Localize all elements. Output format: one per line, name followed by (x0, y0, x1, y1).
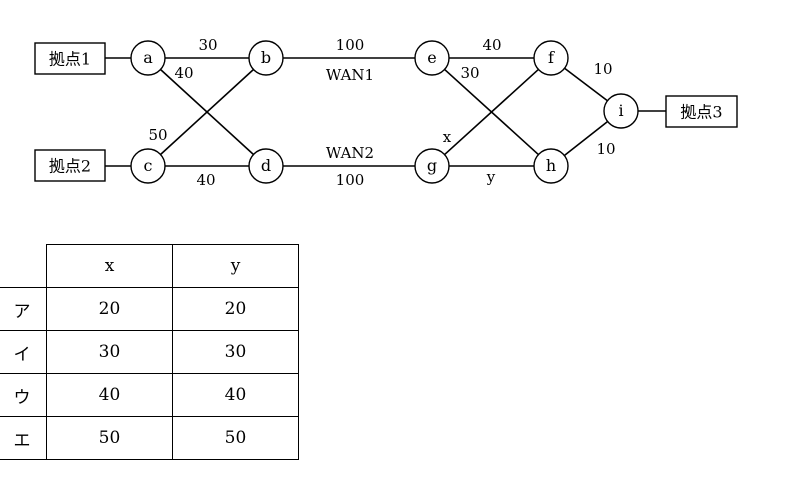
site1-box: 拠点1 (34, 42, 106, 75)
router-node-g: g (414, 148, 450, 184)
router-node-e: e (414, 40, 450, 76)
choice-x-value: 50 (46, 416, 173, 460)
router-node-c: c (130, 148, 166, 184)
router-label-i: i (618, 101, 623, 120)
edge-weight-g-h: y (486, 168, 496, 186)
site3-box: 拠点3 (665, 95, 738, 128)
site2-label: 拠点2 (49, 157, 91, 176)
wan-label-wan1: WAN1 (326, 66, 374, 84)
router-node-d: d (248, 148, 284, 184)
router-node-f: f (533, 40, 569, 76)
edge-weight-d-g: 100 (336, 171, 365, 189)
answer-choices-table: x y ア 20 20 イ 30 30 ウ 40 40 エ 50 50 (0, 244, 299, 460)
edge-weight-c-d: 40 (196, 171, 215, 189)
router-label-e: e (427, 48, 436, 67)
router-label-d: d (261, 156, 271, 175)
router-label-h: h (546, 156, 556, 175)
wan-label-wan2: WAN2 (326, 144, 374, 162)
router-label-g: g (427, 156, 437, 175)
router-label-f: f (548, 48, 555, 67)
choice-y-value: 30 (172, 330, 299, 374)
table-row: イ 30 30 (0, 330, 299, 374)
choice-label: エ (0, 416, 47, 460)
router-node-b: b (248, 40, 284, 76)
router-node-h: h (533, 148, 569, 184)
edge-h-i (563, 120, 609, 157)
edge-g-f (444, 68, 539, 156)
edge-weight-e-f: 40 (482, 36, 501, 54)
router-node-a: a (130, 40, 166, 76)
edge-weight-h-i: 10 (596, 140, 615, 158)
choice-x-value: 40 (46, 373, 173, 417)
edge-weight-e-h: 30 (460, 64, 479, 82)
choice-label: ウ (0, 373, 47, 417)
edge-weight-g-f: x (443, 128, 452, 146)
edge-c-b (160, 68, 254, 156)
table-row: ア 20 20 (0, 287, 299, 331)
site3-label: 拠点3 (680, 103, 722, 122)
choice-x-value: 30 (46, 330, 173, 374)
choice-y-value: 50 (172, 416, 299, 460)
header-y: y (172, 244, 299, 288)
router-label-b: b (261, 48, 271, 67)
edge-weight-c-b: 50 (148, 126, 167, 144)
table-row: エ 50 50 (0, 416, 299, 460)
edge-weight-a-d: 40 (174, 64, 193, 82)
edge-weight-f-i: 10 (593, 60, 612, 78)
choice-y-value: 40 (172, 373, 299, 417)
site1-label: 拠点1 (49, 50, 91, 69)
header-x: x (46, 244, 173, 288)
router-label-c: c (144, 156, 153, 175)
edge-f-i (564, 67, 608, 102)
edge-weight-b-e: 100 (336, 36, 365, 54)
table-row: ウ 40 40 (0, 373, 299, 417)
router-label-a: a (143, 48, 153, 67)
table-header-row: x y (0, 244, 299, 288)
header-corner (0, 244, 47, 288)
choice-y-value: 20 (172, 287, 299, 331)
site2-box: 拠点2 (34, 149, 106, 182)
choice-label: イ (0, 330, 47, 374)
choice-x-value: 20 (46, 287, 173, 331)
router-node-i: i (603, 93, 639, 129)
choice-label: ア (0, 287, 47, 331)
edge-weight-a-b: 30 (198, 36, 217, 54)
